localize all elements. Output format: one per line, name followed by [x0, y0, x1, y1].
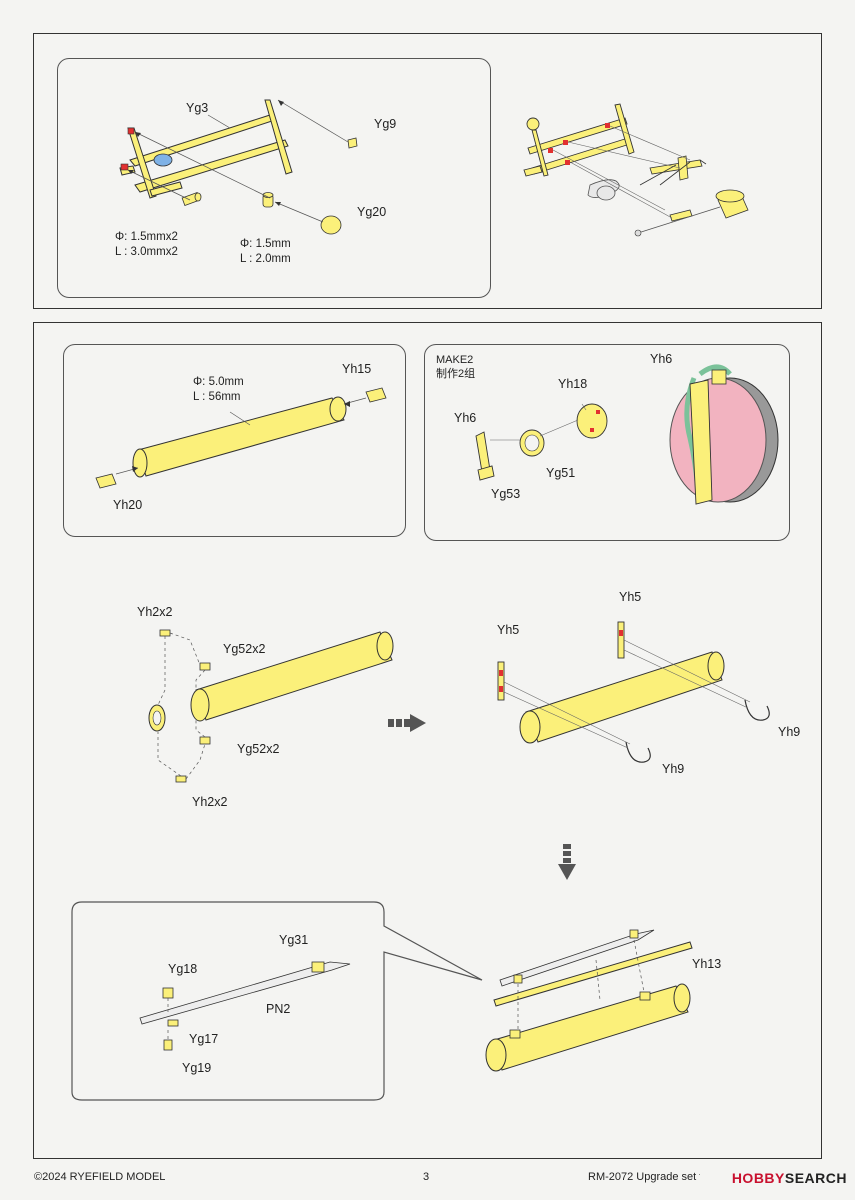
page-number: 3	[423, 1171, 430, 1183]
dimension-b-length: L : 2.0mm	[240, 253, 291, 265]
right-arrow-icon	[388, 714, 426, 732]
blue-pin	[153, 153, 173, 167]
tube-panel	[63, 344, 406, 537]
footer-copyright: ©2024 RYEFIELD MODEL	[34, 1171, 166, 1183]
dimension-b-diameter: Φ: 1.5mm	[240, 238, 291, 250]
step-frame-main	[33, 322, 822, 1159]
label-yh2x2-bottom: Yh2x2	[192, 795, 228, 809]
detail-callout-outline	[71, 901, 483, 1101]
label-yh18: Yh18	[558, 377, 588, 391]
make-panel	[424, 344, 790, 541]
label-yh13: Yh13	[692, 957, 722, 971]
label-yg51: Yg51	[546, 466, 576, 480]
hobby-search-watermark: HOBBYSEARCH	[732, 1170, 847, 1186]
label-pn2: PN2	[266, 1002, 291, 1016]
label-yg52x2-top: Yg52x2	[223, 642, 266, 656]
label-yh2x2-top: Yh2x2	[137, 605, 173, 619]
red-marker	[127, 127, 135, 135]
label-yh6-wheel: Yh6	[650, 352, 673, 366]
red-marker	[120, 163, 129, 171]
label-yh5-left: Yh5	[497, 623, 520, 637]
step-frame-top	[33, 33, 822, 309]
label-yg52x2-bottom: Yg52x2	[237, 742, 280, 756]
dimension-a-diameter: Φ: 1.5mmx2	[115, 231, 178, 243]
label-yh9-right: Yh9	[778, 725, 801, 739]
label-yg20: Yg20	[357, 205, 387, 219]
label-yg9: Yg9	[374, 117, 397, 131]
label-yg31: Yg31	[279, 933, 309, 947]
label-yg53: Yg53	[491, 487, 521, 501]
tube-diameter: Φ: 5.0mm	[193, 376, 244, 388]
label-yg3: Yg3	[186, 101, 209, 115]
make-instruction: MAKE2 制作2组	[436, 353, 475, 381]
label-yh9-bottom: Yh9	[662, 762, 685, 776]
make-instruction-zh: 制作2组	[436, 368, 476, 380]
tube-length: L : 56mm	[193, 391, 241, 403]
label-yh20: Yh20	[113, 498, 143, 512]
label-yg18: Yg18	[168, 962, 198, 976]
dimension-b: Φ: 1.5mm L : 2.0mm	[240, 237, 291, 267]
detail-panel-rack	[57, 58, 491, 298]
footer-product: RM-2072 Upgrade set for Panther Ausf.G	[588, 1171, 700, 1183]
down-arrow-icon	[558, 844, 576, 880]
label-yh15: Yh15	[342, 362, 372, 376]
dimension-a: Φ: 1.5mmx2 L : 3.0mmx2	[115, 230, 178, 260]
wheel-assembly	[669, 364, 779, 505]
dimension-a-length: L : 3.0mmx2	[115, 246, 178, 258]
watermark-search: SEARCH	[784, 1170, 847, 1186]
tube-dimensions: Φ: 5.0mm L : 56mm	[193, 375, 244, 405]
watermark-hobby: HOBBY	[731, 1170, 785, 1186]
label-yg19: Yg19	[182, 1061, 212, 1075]
rack-diagram	[119, 99, 749, 237]
label-yh6-small: Yh6	[454, 411, 477, 425]
make-instruction-en: MAKE2	[436, 354, 474, 366]
label-yg17: Yg17	[189, 1032, 219, 1046]
label-yh5-top: Yh5	[619, 590, 642, 604]
